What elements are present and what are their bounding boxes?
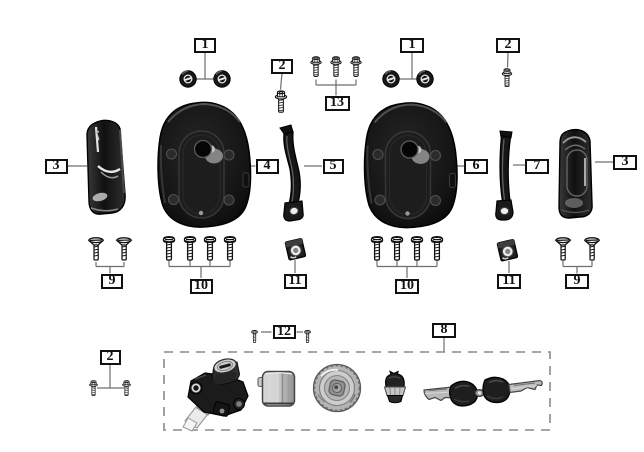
leader-line <box>193 52 217 80</box>
part-3-handle-cover-left <box>86 119 126 215</box>
lock-set-group-box <box>163 351 551 431</box>
callout-6[interactable]: 6 <box>464 158 488 174</box>
leader-line <box>506 52 509 68</box>
callout-5[interactable]: 5 <box>322 158 344 174</box>
leader-line <box>398 52 419 80</box>
callout-4[interactable]: 4 <box>255 158 279 174</box>
part-8-fuel-cap <box>312 363 362 413</box>
callout-13[interactable]: 13 <box>324 95 350 111</box>
callout-2-top-left[interactable]: 2 <box>271 58 293 74</box>
leader-line <box>279 73 283 90</box>
part-8-keys <box>423 376 543 407</box>
callout-8[interactable]: 8 <box>432 322 456 338</box>
part-8-lock-barrel <box>257 370 296 407</box>
callout-9-right[interactable]: 9 <box>565 273 589 289</box>
part-8-ignition-switch <box>182 358 249 432</box>
callout-12[interactable]: 12 <box>272 325 296 339</box>
callout-9-left[interactable]: 9 <box>101 273 123 289</box>
callout-3-left[interactable]: 3 <box>44 158 68 174</box>
part-5-bracket <box>279 124 304 222</box>
leader-line <box>168 260 231 278</box>
callout-1-right[interactable]: 1 <box>400 37 424 53</box>
leader-line <box>315 79 357 96</box>
callout-11-left[interactable]: 11 <box>283 273 307 289</box>
callout-2-top-right[interactable]: 2 <box>496 37 520 53</box>
part-8-rubber-plug <box>383 370 407 404</box>
part-3-handle-cover-right <box>558 128 593 219</box>
part-7-bracket <box>495 130 514 221</box>
callout-10-left[interactable]: 10 <box>189 278 213 294</box>
callout-7[interactable]: 7 <box>525 158 549 174</box>
leader-line <box>97 364 124 389</box>
callout-1-left[interactable]: 1 <box>194 37 216 53</box>
leader-line <box>562 261 593 274</box>
leader-line <box>95 262 125 274</box>
leader-line <box>376 260 438 278</box>
callout-11-right[interactable]: 11 <box>497 273 521 289</box>
callout-10-right[interactable]: 10 <box>395 278 419 294</box>
callout-3-right[interactable]: 3 <box>613 154 637 170</box>
callout-2-bottom[interactable]: 2 <box>99 349 121 365</box>
